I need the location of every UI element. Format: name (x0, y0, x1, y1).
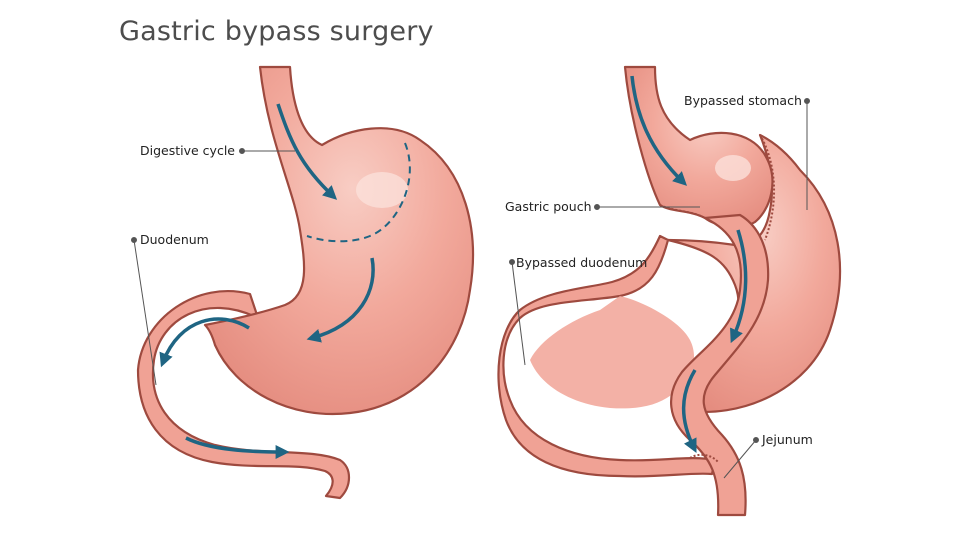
label-gastric-pouch: Gastric pouch (505, 199, 592, 214)
flow-arrow-1 (276, 103, 338, 200)
flow-arrow-7 (681, 369, 697, 454)
label-bypassed-duodenum: Bypassed duodenum (516, 255, 648, 270)
bypass-stomach (497, 65, 842, 517)
flow-arrow-2 (306, 257, 375, 343)
label-jejunum: Jejunum (762, 432, 813, 447)
flow-arrow-6 (730, 229, 748, 344)
flow-arrow-5 (630, 75, 688, 186)
duodenum-tube (136, 289, 351, 500)
label-digestive-cycle: Digestive cycle (140, 143, 235, 158)
stomach-body (203, 65, 475, 416)
normal-stomach (136, 65, 475, 500)
label-bypassed-stomach: Bypassed stomach (684, 93, 802, 108)
flow-arrow-4 (185, 436, 290, 459)
gastric-pouch (623, 65, 774, 229)
bypassed-duodenum (497, 234, 717, 478)
flow-arrow-3 (159, 317, 250, 368)
page-title: Gastric bypass surgery (119, 16, 434, 47)
cut-line (306, 142, 411, 243)
label-duodenum: Duodenum (140, 232, 209, 247)
leader-lines (131, 98, 810, 479)
